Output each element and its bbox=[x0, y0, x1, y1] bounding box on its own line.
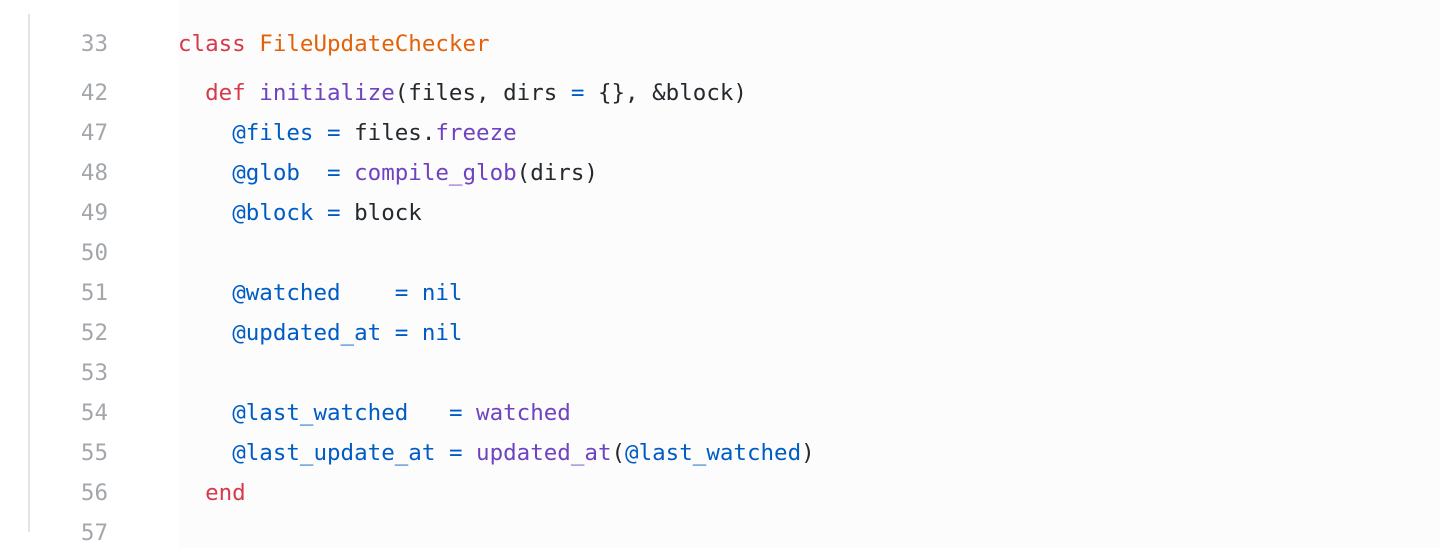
line-code: class FileUpdateChecker bbox=[178, 24, 490, 64]
code-token: nil bbox=[421, 320, 463, 346]
code-token bbox=[408, 280, 422, 306]
line-number: 47 bbox=[80, 120, 108, 146]
code-token: = bbox=[327, 120, 341, 146]
gutter-border bbox=[28, 14, 30, 532]
line-number: 55 bbox=[80, 440, 108, 466]
line-number: 48 bbox=[80, 160, 108, 186]
code-token bbox=[341, 160, 355, 186]
code-token: class bbox=[178, 31, 246, 57]
line-code: end bbox=[178, 473, 246, 513]
code-token: = bbox=[394, 320, 409, 346]
code-line: 53 bbox=[0, 353, 1440, 393]
line-number: 57 bbox=[80, 520, 108, 546]
code-token bbox=[178, 480, 205, 506]
code-token: @glob bbox=[232, 160, 300, 186]
code-token: (files, dirs bbox=[394, 80, 571, 106]
code-token bbox=[300, 160, 327, 186]
code-line: 57 bbox=[0, 513, 1440, 546]
code-line: 33 class FileUpdateChecker bbox=[0, 24, 1440, 64]
code-token bbox=[408, 320, 422, 346]
code-token: @files bbox=[232, 120, 314, 146]
code-token: compile_glob bbox=[354, 160, 517, 186]
code-token: = bbox=[570, 80, 585, 106]
line-code: @files = files.freeze bbox=[178, 113, 517, 153]
code-token: updated_at bbox=[476, 440, 612, 466]
code-token bbox=[313, 120, 327, 146]
code-token bbox=[178, 400, 232, 426]
code-token bbox=[178, 120, 232, 146]
code-token bbox=[178, 440, 232, 466]
line-code: @watched = nil bbox=[178, 273, 462, 313]
line-number: 42 bbox=[80, 80, 108, 106]
code-token bbox=[313, 200, 327, 226]
code-token: watched bbox=[476, 400, 571, 426]
code-line: 42 def initialize(files, dirs = {}, &blo… bbox=[0, 73, 1440, 113]
code-token bbox=[178, 160, 232, 186]
line-number: 50 bbox=[80, 240, 108, 266]
code-token bbox=[246, 80, 260, 106]
code-token: = bbox=[448, 400, 463, 426]
code-token bbox=[178, 200, 232, 226]
line-number: 51 bbox=[80, 280, 108, 306]
line-code: @block = block bbox=[178, 193, 422, 233]
line-number: 53 bbox=[80, 360, 108, 386]
code-token: = bbox=[327, 160, 341, 186]
code-token: files. bbox=[340, 120, 436, 146]
code-token: def bbox=[205, 80, 246, 106]
code-line: 51 @watched = nil bbox=[0, 273, 1440, 313]
line-number: 49 bbox=[80, 200, 108, 226]
code-token: @block bbox=[232, 200, 314, 226]
code-token bbox=[408, 400, 449, 426]
code-token: block bbox=[340, 200, 422, 226]
code-line: 49 @block = block bbox=[0, 193, 1440, 233]
code-line: 48 @glob = compile_glob(dirs) bbox=[0, 153, 1440, 193]
code-token: @watched bbox=[232, 280, 341, 306]
code-token: @updated_at bbox=[232, 320, 382, 346]
code-token: = bbox=[394, 280, 409, 306]
code-line: 54 @last_watched = watched bbox=[0, 393, 1440, 433]
code-token bbox=[341, 280, 395, 306]
code-line: 55 @last_update_at = updated_at(@last_wa… bbox=[0, 433, 1440, 473]
code-token: @last_update_at bbox=[232, 440, 436, 466]
code-line: 56 end bbox=[0, 473, 1440, 513]
code-token: {}, &block) bbox=[584, 80, 747, 106]
code-token: @last_watched bbox=[232, 400, 409, 426]
code-area bbox=[178, 0, 1440, 548]
line-number: 54 bbox=[80, 400, 108, 426]
line-code: def initialize(files, dirs = {}, &block) bbox=[178, 73, 747, 113]
code-token: ( bbox=[611, 440, 626, 466]
code-token: (dirs) bbox=[516, 160, 598, 186]
code-token bbox=[435, 440, 449, 466]
code-line: 47 @files = files.freeze bbox=[0, 113, 1440, 153]
code-token: freeze bbox=[435, 120, 517, 146]
code-token bbox=[246, 31, 260, 57]
line-code: @glob = compile_glob(dirs) bbox=[178, 153, 598, 193]
line-code: @last_watched = watched bbox=[178, 393, 571, 433]
code-token bbox=[462, 440, 476, 466]
code-token: ) bbox=[801, 440, 815, 466]
code-token: = bbox=[448, 440, 463, 466]
code-token: = bbox=[327, 200, 341, 226]
code-token bbox=[381, 320, 395, 346]
line-number-gutter bbox=[30, 0, 178, 548]
code-token bbox=[178, 80, 205, 106]
code-token: FileUpdateChecker bbox=[259, 31, 490, 57]
code-line: 50 bbox=[0, 233, 1440, 273]
code-token: @last_watched bbox=[625, 440, 802, 466]
line-number: 56 bbox=[80, 480, 108, 506]
line-code: @last_update_at = updated_at(@last_watch… bbox=[178, 433, 815, 473]
line-code: @updated_at = nil bbox=[178, 313, 462, 353]
code-token bbox=[462, 400, 476, 426]
code-token: nil bbox=[421, 280, 463, 306]
line-number: 52 bbox=[80, 320, 108, 346]
code-line: 52 @updated_at = nil bbox=[0, 313, 1440, 353]
code-token: end bbox=[205, 480, 246, 506]
code-token bbox=[178, 320, 232, 346]
code-token: initialize bbox=[259, 80, 395, 106]
code-token bbox=[178, 280, 232, 306]
line-number: 33 bbox=[80, 31, 108, 57]
